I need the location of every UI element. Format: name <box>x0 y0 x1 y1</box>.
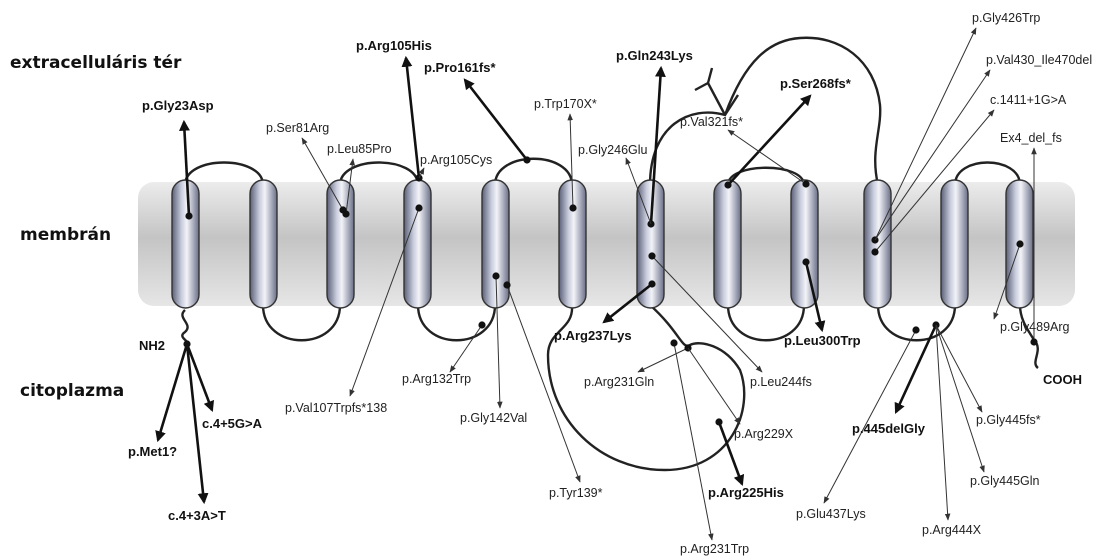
mutation-label-del445gly: p.445delGly <box>852 421 926 436</box>
mutation-label-arg237lys: p.Arg237Lys <box>554 328 632 343</box>
gly489arg-site-dot <box>1016 240 1023 247</box>
mutation-label-gly445gln: p.Gly445Gln <box>970 474 1040 488</box>
mutation-label-gly23asp: p.Gly23Asp <box>142 98 214 113</box>
mutation-label-gly445fs: p.Gly445fs* <box>976 413 1041 427</box>
extracellular-loop-6 <box>955 163 1020 186</box>
helix-8 <box>714 180 741 308</box>
pro161fs-pointer <box>465 80 527 160</box>
helix-10 <box>864 180 891 308</box>
gly23asp-site-dot <box>185 212 192 219</box>
extracellular-glycan <box>695 68 738 115</box>
helix-2 <box>250 180 277 308</box>
mutation-label-c1411: c.1411+1G>A <box>990 93 1067 107</box>
mutation-label-arg444x: p.Arg444X <box>922 523 982 537</box>
mutation-label-val321fs: p.Val321fs* <box>680 115 743 129</box>
leu300trp-site-dot <box>802 258 809 265</box>
arg105his-pointer <box>406 58 419 178</box>
tyr139-site-dot <box>503 281 510 288</box>
mutation-label-tyr139: p.Tyr139* <box>549 486 603 500</box>
arg231trp-site-dot <box>670 339 677 346</box>
mutation-label-val430ile470del: p.Val430_Ile470del <box>986 53 1092 67</box>
cytoplasmic-loop-1 <box>263 305 340 340</box>
mutation-label-gln243lys: p.Gln243Lys <box>616 48 693 63</box>
mutation-label-c45g: c.4+5G>A <box>202 416 263 431</box>
glu437lys-pointer <box>824 330 916 503</box>
arg132trp-site-dot <box>478 321 485 328</box>
arg132trp-pointer <box>450 325 482 372</box>
mutation-label-arg229x: p.Arg229X <box>734 427 794 441</box>
helix-1 <box>172 180 199 308</box>
mutation-label-leu244fs: p.Leu244fs <box>750 375 812 389</box>
arg237lys-site-dot <box>648 280 655 287</box>
helix-3 <box>327 180 354 308</box>
mutation-label-ser81arg: p.Ser81Arg <box>266 121 329 135</box>
mutation-label-ex4delfs: Ex4_del_fs <box>1000 131 1062 145</box>
mutation-label-gly246glu: p.Gly246Glu <box>578 143 648 157</box>
ser268fs-pointer <box>728 96 810 185</box>
gly142val-site-dot <box>492 272 499 279</box>
mutation-label-trp170x: p.Trp170X* <box>534 97 597 111</box>
extracellular-loop-1 <box>185 163 263 186</box>
mutation-label-arg225his: p.Arg225His <box>708 485 784 500</box>
mutation-label-arg132trp: p.Arg132Trp <box>402 372 471 386</box>
val107trpfs-site-dot <box>415 204 422 211</box>
mutation-label-arg105his: p.Arg105His <box>356 38 432 53</box>
mutation-label-gly489arg: p.Gly489Arg <box>1000 320 1070 334</box>
mutation-label-glu437lys: p.Glu437Lys <box>796 507 866 521</box>
region-extracellular-label: extracelluláris tér <box>10 53 182 73</box>
mutation-label-ser268fs: p.Ser268fs* <box>780 76 852 91</box>
extracellular-loop-3 <box>495 159 572 185</box>
tyr139-pointer <box>507 285 580 482</box>
mutation-label-met1: p.Met1? <box>128 444 177 459</box>
mutation-label-gly142val: p.Gly142Val <box>460 411 527 425</box>
mutation-label-leu85pro: p.Leu85Pro <box>327 142 392 156</box>
region-cytoplasm-label: citoplazma <box>20 381 124 401</box>
mutation-label-pro161fs: p.Pro161fs* <box>424 60 496 75</box>
trp170x-site-dot <box>569 204 576 211</box>
arg231gln-pointer <box>638 348 688 372</box>
arg225his-site-dot <box>715 418 722 425</box>
mutation-label-leu300trp: p.Leu300Trp <box>784 333 861 348</box>
mutation-label-arg105cys: p.Arg105Cys <box>420 153 492 167</box>
val321fs-site-dot <box>802 180 809 187</box>
leu85pro-site-dot <box>342 210 349 217</box>
n-terminus-label: NH2 <box>139 338 165 353</box>
ser268fs-site-dot <box>724 181 731 188</box>
glu437lys-site-dot <box>912 326 919 333</box>
pro161fs-site-dot <box>523 156 530 163</box>
mutation-label-arg231trp: p.Arg231Trp <box>680 542 749 556</box>
gly445fs-pointer <box>936 325 982 412</box>
met1-pointer <box>158 344 187 440</box>
helix-5 <box>482 180 509 308</box>
mutation-label-c43a: c.4+3A>T <box>168 508 226 523</box>
arg444x-pointer <box>936 325 948 520</box>
arg231trp-pointer <box>674 343 712 540</box>
membrane-band <box>138 182 1075 306</box>
leu244fs-site-dot <box>648 252 655 259</box>
mutation-label-gly426trp: p.Gly426Trp <box>972 11 1040 25</box>
mutation-label-arg231gln: p.Arg231Gln <box>584 375 654 389</box>
c1411-site-dot <box>871 248 878 255</box>
mutation-label-val107trpfs: p.Val107Trpfs*138 <box>285 401 387 415</box>
cytoplasmic-loop-5 <box>878 305 955 340</box>
c-terminus-label: COOH <box>1043 372 1082 387</box>
helix-7 <box>637 180 664 308</box>
val321fs-pointer <box>728 130 806 184</box>
c-terminal-tail <box>1020 305 1038 368</box>
helix-4 <box>404 180 431 308</box>
region-membrane-label: membrán <box>20 225 111 245</box>
ex4delfs-site-dot <box>1030 338 1037 345</box>
helix-9 <box>791 180 818 308</box>
helix-11 <box>941 180 968 308</box>
